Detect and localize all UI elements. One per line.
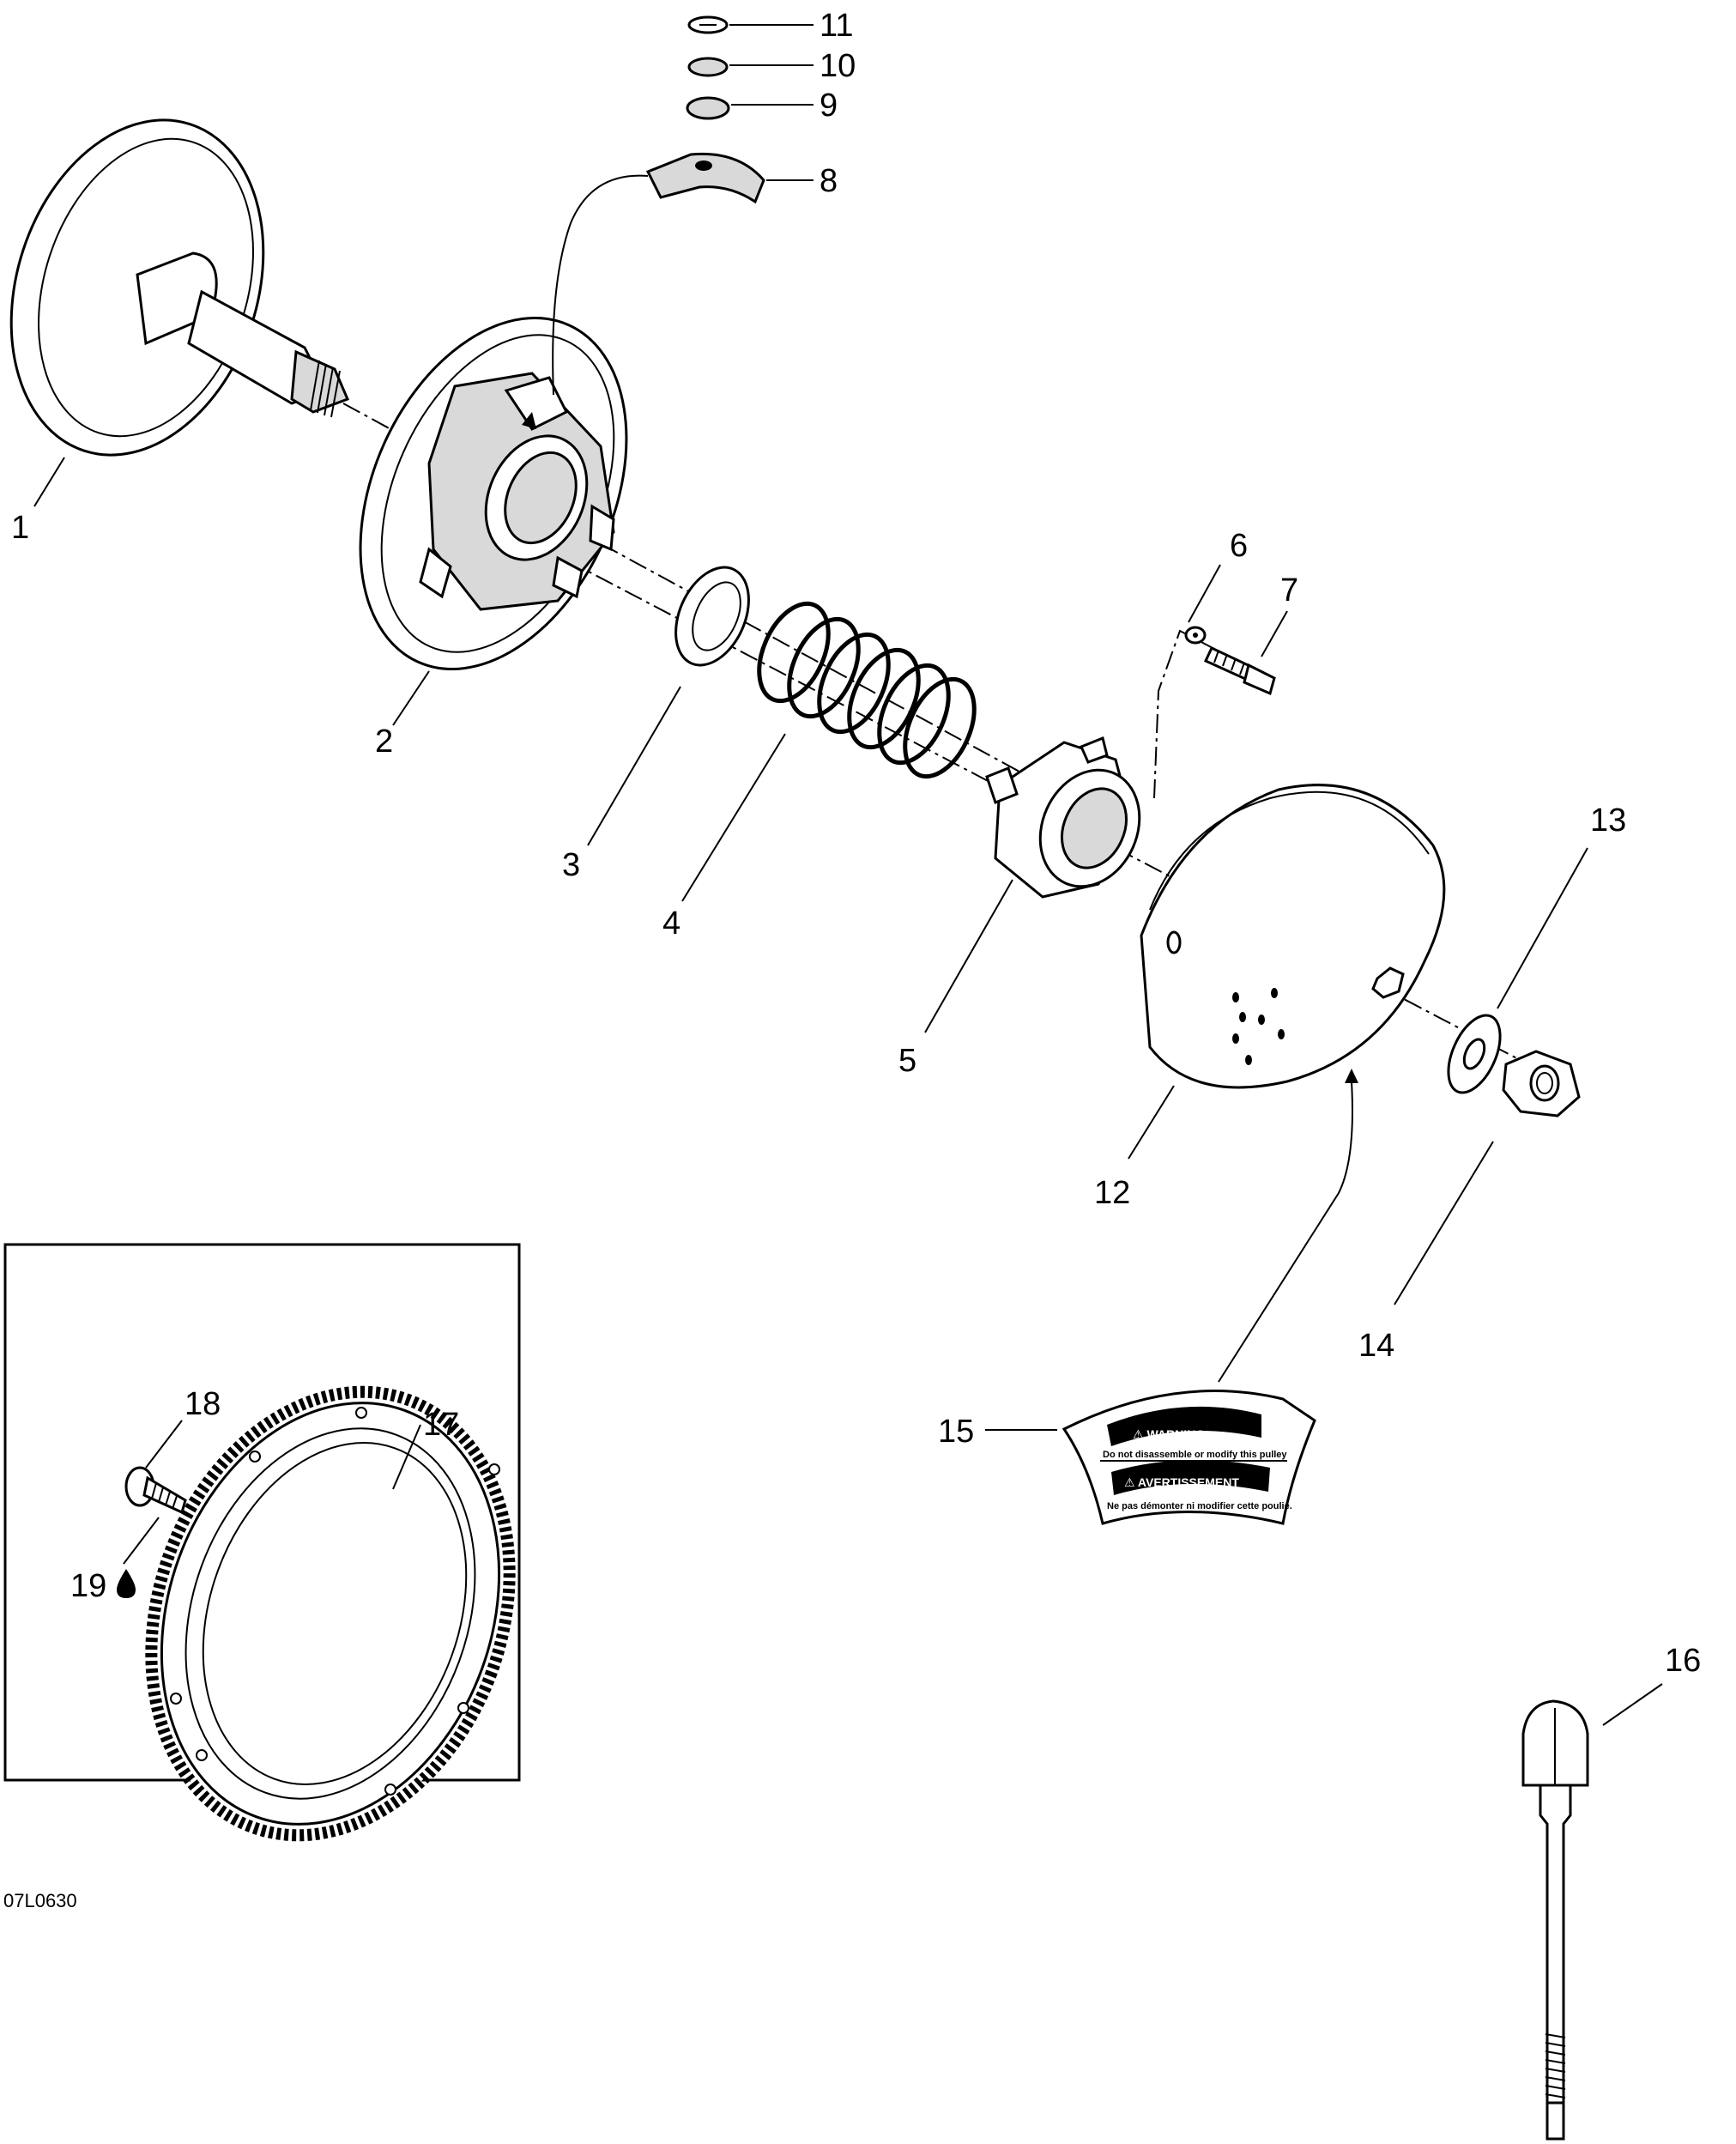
callout-1: 1: [11, 510, 29, 546]
governor-cup-drawing: [1140, 784, 1446, 1089]
spring-retainer-washer-drawing: [674, 566, 750, 667]
callout-13: 13: [1590, 802, 1626, 839]
callout-4: 4: [662, 905, 680, 942]
callout-18: 18: [184, 1386, 221, 1422]
callout-19: 19: [70, 1568, 106, 1604]
callout-11: 11: [820, 8, 853, 44]
callout-9: 9: [820, 88, 838, 124]
warning-decal-drawing: ⚠ WARNING Do not disassemble or modify t…: [1062, 1390, 1316, 1525]
screw-7-drawing: [1204, 646, 1276, 696]
ring-gear-drawing: [145, 1385, 516, 1842]
callout-3: 3: [562, 847, 580, 883]
flat-washer-drawing: [1447, 1014, 1502, 1094]
sliding-sheave-drawing: [359, 316, 628, 671]
slider-shoe-drawing: [552, 152, 765, 396]
decal-avertissement-text: Ne pas démonter ni modifier cette poulie…: [1107, 1501, 1292, 1511]
washer-6-drawing: [1184, 626, 1207, 645]
callout-14: 14: [1358, 1328, 1394, 1364]
spring-drawing: [757, 601, 977, 779]
threadlocker-drop-icon: [117, 1569, 136, 1598]
callout-numbers: 11 10 9 8 1 2 3 4 5 6 7 13 12 14 15 16 1…: [11, 8, 1701, 1679]
cap-9-drawing: [686, 96, 730, 120]
leader-lines: [33, 24, 1663, 1726]
callout-6: 6: [1230, 528, 1248, 564]
spider-cam-drawing: [985, 736, 1141, 899]
callout-5: 5: [898, 1043, 916, 1079]
callout-10: 10: [820, 48, 856, 84]
screw-18-drawing: [124, 1466, 187, 1515]
callout-15: 15: [938, 1414, 974, 1450]
callout-2: 2: [375, 724, 393, 760]
puller-bolt-drawing: [1521, 1699, 1589, 2141]
decal-warning-label: ⚠ WARNING: [1133, 1427, 1205, 1441]
decal-avertissement-label: ⚠ AVERTISSEMENT: [1124, 1475, 1239, 1489]
figure-id: 07L0630: [3, 1890, 77, 1911]
decal-location-arrow: [1218, 1081, 1353, 1383]
plug-11-drawing: [687, 15, 729, 34]
callout-8: 8: [820, 163, 838, 199]
callout-16: 16: [1665, 1643, 1701, 1679]
fixed-sheave-drawing: [9, 118, 349, 457]
cap-seal-10-drawing: [687, 57, 729, 77]
callout-12: 12: [1094, 1175, 1130, 1211]
callout-7: 7: [1280, 572, 1298, 609]
callout-17: 17: [423, 1407, 459, 1443]
hex-nut-drawing: [1502, 1050, 1581, 1117]
decal-warning-text: Do not disassemble or modify this pulley: [1103, 1450, 1287, 1460]
decal-location-arrowhead: [1345, 1069, 1358, 1083]
